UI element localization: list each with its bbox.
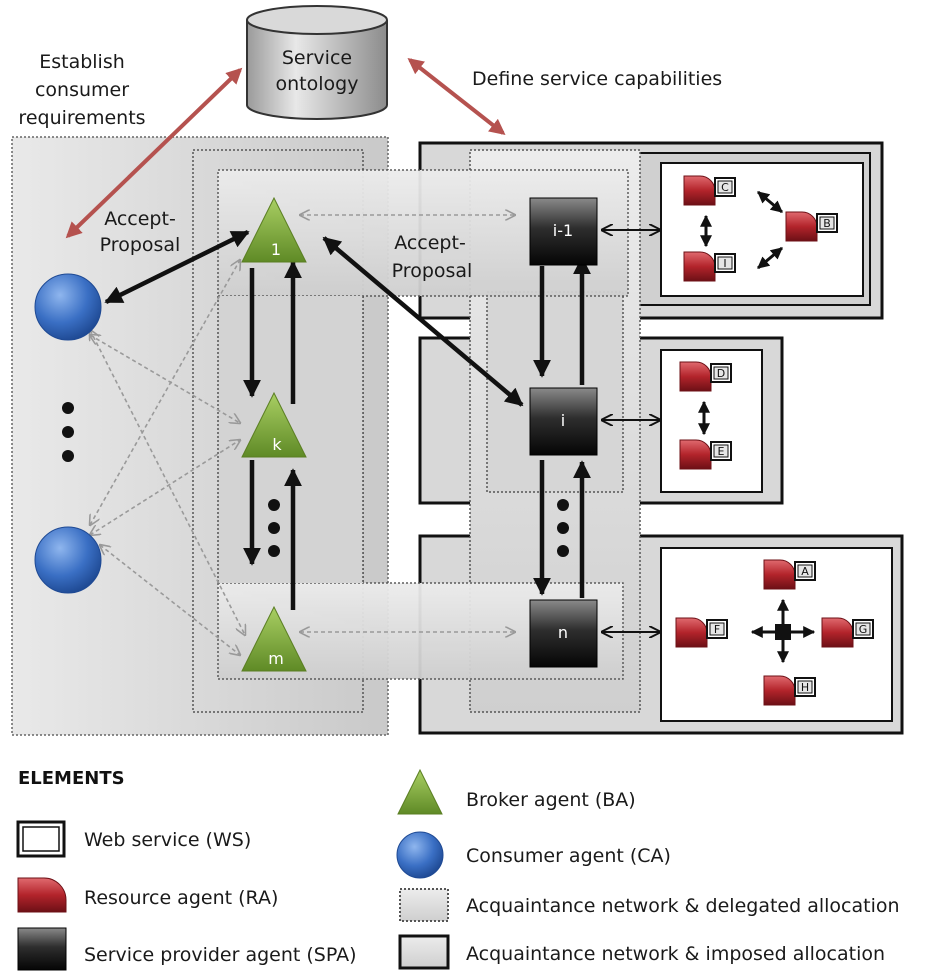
broker-agent-1: 1 [241, 196, 307, 263]
spa-n-label: n [558, 623, 568, 642]
resource-agent-e: E [679, 439, 732, 470]
spa-i-label: i [561, 411, 565, 430]
accept-proposal-mid-2: Proposal [392, 260, 473, 282]
resource-agent-i: I [683, 251, 736, 282]
spa-n: n [529, 599, 598, 668]
broker-network-panel [192, 149, 364, 713]
legend-ba-label: Broker agent (BA) [466, 789, 636, 811]
resource-agent-g-label: G [859, 623, 868, 636]
legend-ws-label: Web service (WS) [84, 829, 251, 851]
broker-k-label: k [272, 435, 282, 454]
acquaintance-links [90, 215, 515, 655]
resource-agent-a: A [763, 559, 816, 590]
resource-agent-e-label: E [718, 445, 725, 458]
legend-ra: Resource agent (RA) [17, 877, 278, 913]
resource-agent-d: D [679, 361, 732, 392]
resource-agent-h: H [763, 675, 816, 706]
resource-agent-f: F [675, 617, 728, 648]
resource-agent-b: B [785, 211, 838, 242]
broker-ellipsis [268, 499, 280, 557]
broker-agent-m: m [241, 605, 307, 672]
spa-ws-links [602, 230, 660, 632]
legend-delegated: Acquaintance network & delegated allocat… [399, 888, 900, 922]
service-ontology-cylinder: Service ontology [246, 5, 388, 120]
legend-title: ELEMENTS [18, 768, 125, 789]
legend-spa-label: Service provider agent (SPA) [84, 944, 357, 966]
consumer-ellipsis [62, 402, 74, 462]
resource-hub [775, 624, 791, 640]
interaction-arrows [104, 229, 591, 610]
consumer-agent-n [34, 526, 102, 594]
resource-agent-c: C [683, 175, 736, 206]
accept-proposal-left-2: Proposal [100, 234, 181, 256]
spa-i-1: i-1 [529, 197, 598, 266]
legend: ELEMENTS Web service (WS) Resource agent… [16, 768, 900, 971]
legend-imposed: Acquaintance network & imposed allocatio… [398, 934, 885, 970]
resource-agent-b-label: B [823, 217, 831, 230]
establish-label-1: Establish [39, 51, 125, 73]
consumer-agent-1 [34, 273, 102, 341]
legend-ws: Web service (WS) [16, 820, 251, 858]
accept-proposal-left-1: Accept- [104, 208, 176, 230]
establish-requirements-arrow [65, 67, 243, 239]
resource-agent-f-label: F [714, 623, 720, 636]
establish-label-3: requirements [18, 107, 145, 129]
define-capabilities-arrow [407, 58, 506, 135]
resource-agent-a-label: A [801, 565, 809, 578]
resource-agents: C B I D E A F G H [675, 175, 874, 706]
broker-m-label: m [268, 649, 284, 668]
spa-i: i [529, 387, 598, 456]
legend-spa: Service provider agent (SPA) [17, 927, 357, 971]
broker-1-label: 1 [271, 240, 281, 259]
legend-ca: Consumer agent (CA) [396, 831, 671, 879]
resource-agent-d-label: D [717, 367, 725, 380]
spa-i-1-label: i-1 [553, 221, 573, 240]
legend-ba: Broker agent (BA) [397, 768, 636, 815]
legend-ra-label: Resource agent (RA) [84, 887, 278, 909]
ontology-label-1: Service [282, 47, 352, 69]
resource-agent-c-label: C [721, 181, 729, 194]
broker-agent-k: k [241, 391, 307, 458]
define-capabilities-label: Define service capabilities [472, 68, 722, 90]
legend-delegated-label: Acquaintance network & delegated allocat… [466, 895, 900, 917]
accept-proposal-mid-1: Accept- [394, 232, 466, 254]
resource-agent-h-label: H [801, 681, 809, 694]
spa-ellipsis [557, 499, 569, 557]
resource-agent-g: G [821, 617, 874, 648]
legend-ca-label: Consumer agent (CA) [466, 845, 671, 867]
resource-agent-i-label: I [723, 257, 726, 270]
establish-label-2: consumer [35, 79, 129, 101]
legend-imposed-label: Acquaintance network & imposed allocatio… [466, 943, 885, 965]
ontology-label-2: ontology [276, 73, 359, 95]
